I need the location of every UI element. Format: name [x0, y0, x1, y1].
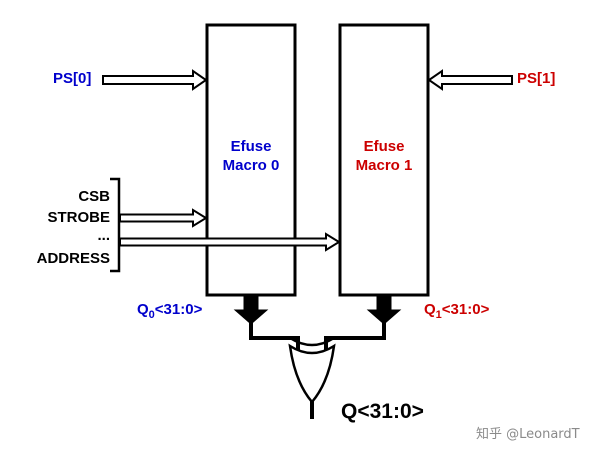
control-label-strobe: STROBE	[47, 209, 110, 226]
ps1-arrow-icon	[427, 69, 513, 91]
q0-bus-bits: <31:0>	[154, 301, 203, 318]
xor-gate-icon	[288, 343, 336, 404]
q1-bus-bits: <31:0>	[441, 301, 490, 318]
control-signals-bracket	[110, 177, 121, 273]
q0-bus-sub: 0	[148, 309, 155, 321]
efuse-macro0-title-line2: Macro 0	[222, 157, 280, 174]
efuse-macro1-title: Efuse Macro 1	[340, 137, 428, 175]
q1-bus-base: Q	[424, 301, 436, 318]
efuse-macro0-title-line1: Efuse	[230, 138, 272, 155]
efuse-macro0-title: Efuse Macro 0	[207, 137, 295, 175]
efuse-macro1-title-line1: Efuse	[363, 138, 405, 155]
q1-bus-label: Q1<31:0>	[424, 301, 489, 321]
control-label-address: ADDRESS	[36, 250, 110, 267]
watermark-text: 知乎 @LeonardT	[476, 427, 580, 442]
control-label-csb: CSB	[78, 188, 110, 205]
q0-down-arrow-icon	[233, 295, 269, 325]
q0-bus-base: Q	[137, 301, 149, 318]
control-arrow-macro0-icon	[119, 208, 208, 228]
output-bus-label: Q<31:0>	[341, 400, 424, 423]
control-label-ellipsis: ...	[97, 227, 110, 244]
ps0-arrow-icon	[102, 69, 208, 91]
control-arrow-macro1-icon	[119, 232, 341, 252]
ps0-label: PS[0]	[53, 70, 92, 87]
q1-down-arrow-icon	[366, 295, 402, 325]
q0-connector-line	[249, 321, 300, 352]
efuse-macro0-box	[205, 23, 297, 297]
ps1-label: PS[1]	[517, 70, 556, 87]
q0-bus-label: Q0<31:0>	[137, 301, 202, 321]
q1-bus-sub: 1	[435, 309, 442, 321]
efuse-macro1-box	[338, 23, 430, 297]
efuse-macro1-title-line2: Macro 1	[355, 157, 413, 174]
q1-connector-line	[324, 321, 386, 352]
xor-gate-back-arc	[289, 336, 335, 347]
